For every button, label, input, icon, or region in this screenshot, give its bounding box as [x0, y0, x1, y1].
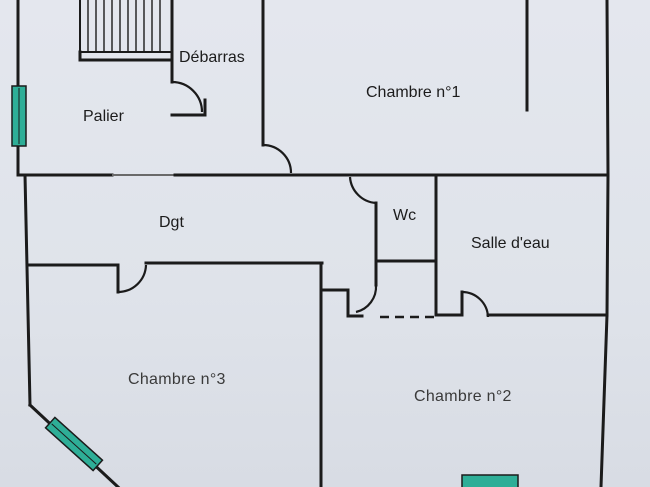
left-outer-wall [16, 0, 32, 407]
chambre3-window [44, 416, 104, 472]
room-label-chambre2: Chambre n°2 [414, 388, 512, 405]
debarras-bottom-wall [170, 98, 207, 117]
windows [11, 85, 519, 487]
chambre3-walls [26, 261, 350, 487]
room-label-wc: Wc [393, 207, 416, 224]
salle-eau-bottom-wall-left [434, 290, 464, 317]
room-label-palier: Palier [83, 108, 125, 125]
staircase-landing-edge [78, 50, 174, 62]
wc-lower-door-arc [355, 284, 378, 314]
room-label-chambre3: Chambre n°3 [128, 371, 226, 388]
chambre2-window [461, 474, 519, 487]
wc-walls [346, 173, 438, 319]
right-outer-wall [599, 0, 610, 487]
room-labels: Débarras Palier Chambre n°1 Dgt Wc Salle… [83, 49, 550, 405]
room-label-debarras: Débarras [179, 49, 245, 66]
debarras-walls [170, 0, 293, 174]
staircase [78, 0, 174, 62]
staircase-outline [79, 0, 173, 53]
room-label-dgt: Dgt [159, 214, 184, 231]
chambre1-door-arc [262, 143, 293, 174]
chambre3-door-arc [117, 264, 148, 294]
salle-eau-walls [434, 290, 609, 318]
wc-door-arc [348, 176, 377, 205]
debarras-door-arc [171, 80, 204, 113]
wc-lower-jamb [346, 288, 364, 318]
room-label-chambre1: Chambre n°1 [366, 84, 461, 101]
room-label-salle-eau: Salle d'eau [471, 235, 550, 252]
salle-eau-door-arc [461, 290, 490, 318]
